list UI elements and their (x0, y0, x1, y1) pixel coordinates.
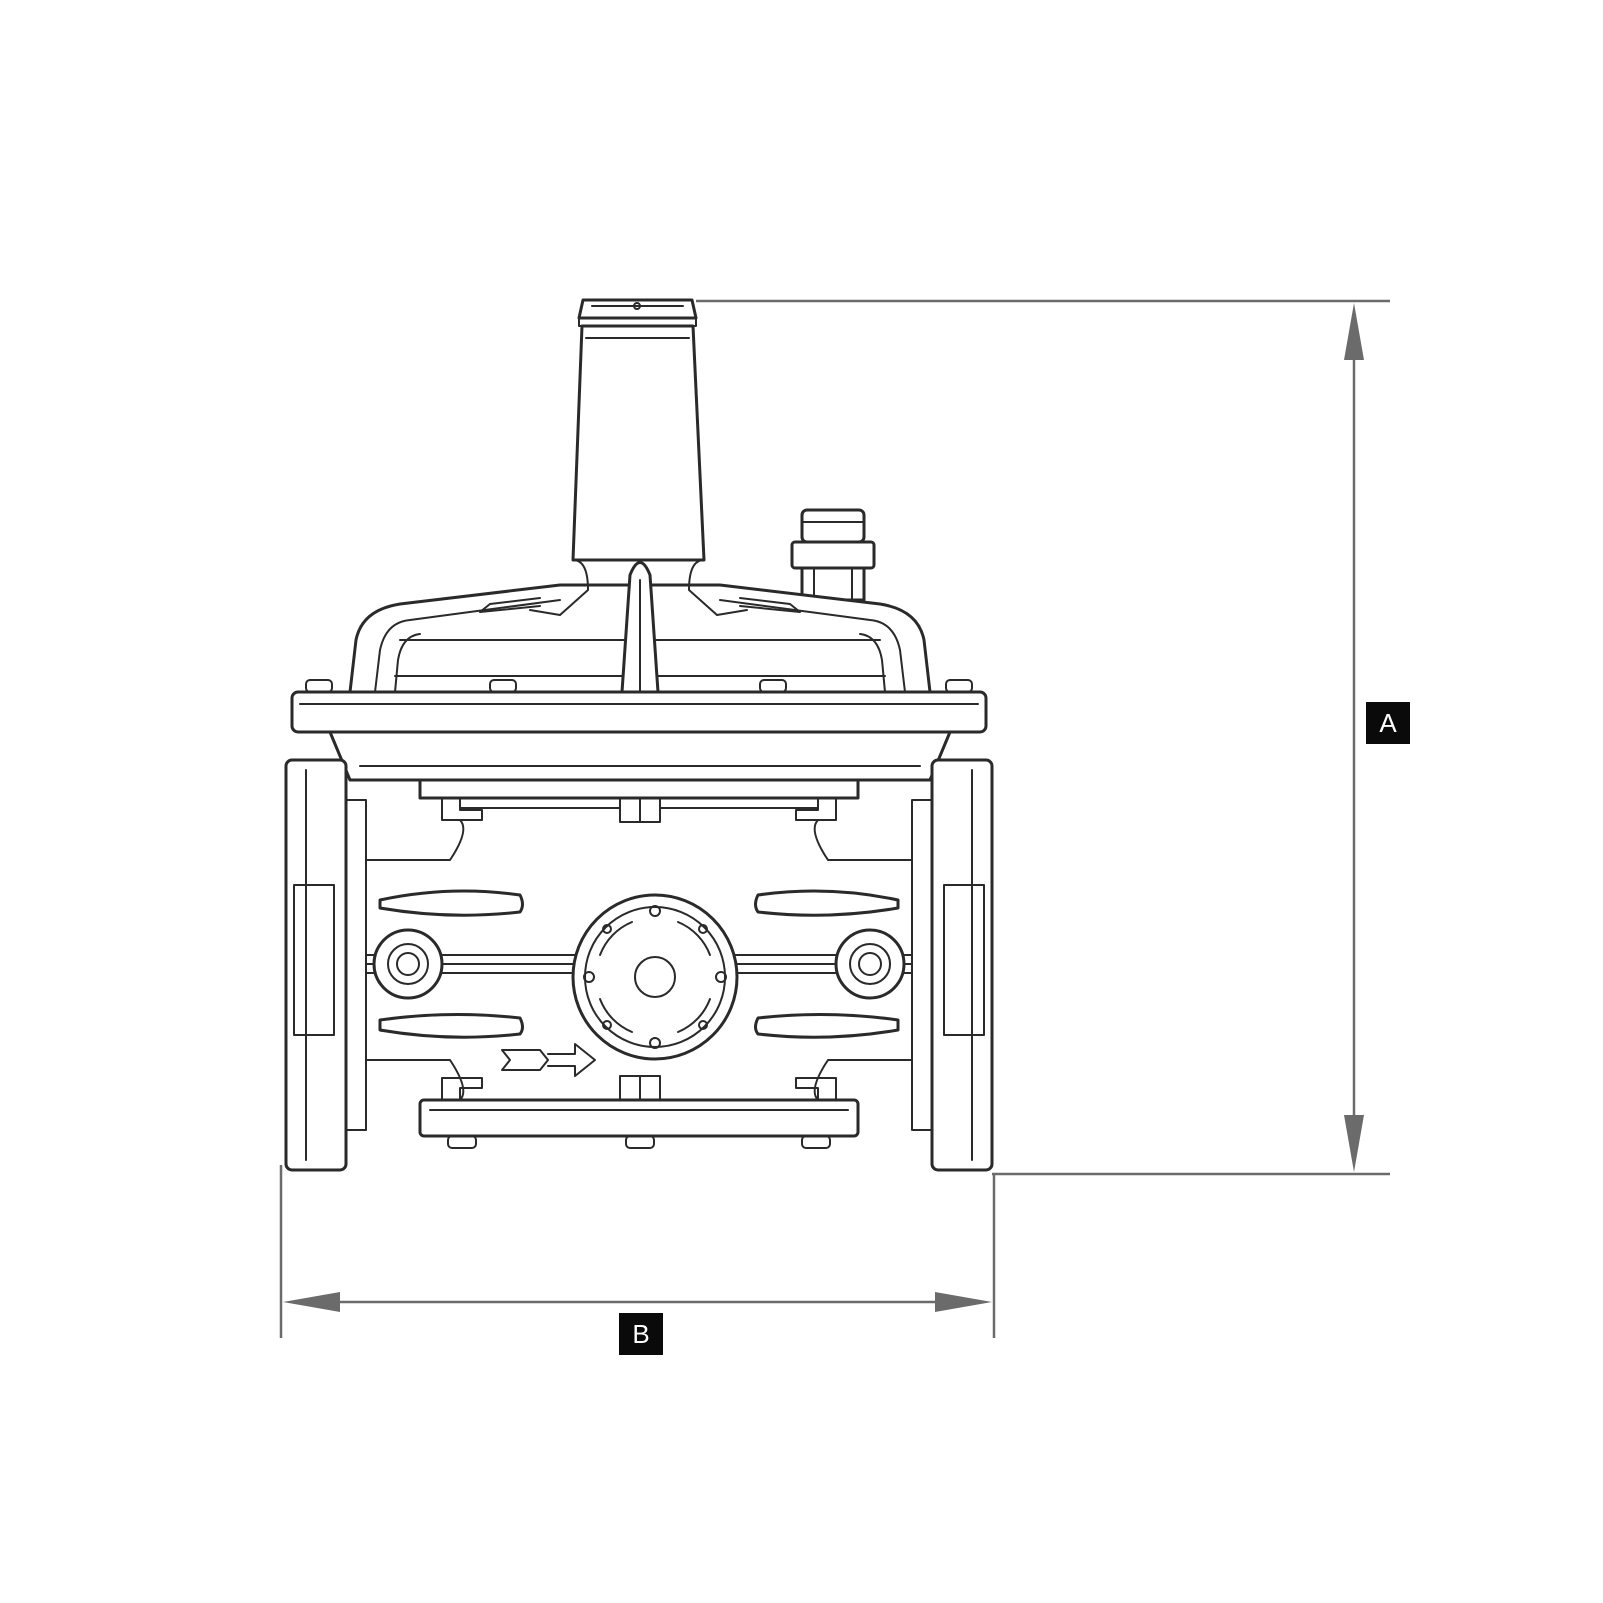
pressure-regulator-drawing (284, 298, 994, 1172)
flange-plate (290, 690, 988, 782)
dimension-a-label-box (1366, 702, 1410, 744)
dimension-a: A (696, 299, 1410, 1176)
diaphragm-cover (305, 559, 973, 694)
lower-bracket (418, 1075, 860, 1149)
dimension-b-label: B (632, 1319, 649, 1349)
dimension-b-label-box (619, 1313, 663, 1355)
arrow-down-icon (1344, 1115, 1364, 1172)
dimension-a-label: A (1379, 708, 1397, 738)
arrow-up-icon (1344, 303, 1364, 360)
spring-housing (571, 324, 706, 562)
left-end-flange (284, 758, 367, 1172)
flow-direction-arrow-icon (501, 1043, 596, 1077)
pipe-fitting (790, 508, 876, 602)
valve-body (365, 819, 913, 1101)
dimension-b: B (279, 1165, 996, 1355)
arrow-left-icon (283, 1292, 340, 1312)
top-cap (577, 298, 698, 327)
right-end-flange (911, 758, 994, 1172)
upper-bracket (418, 778, 860, 823)
arrow-right-icon (935, 1292, 992, 1312)
